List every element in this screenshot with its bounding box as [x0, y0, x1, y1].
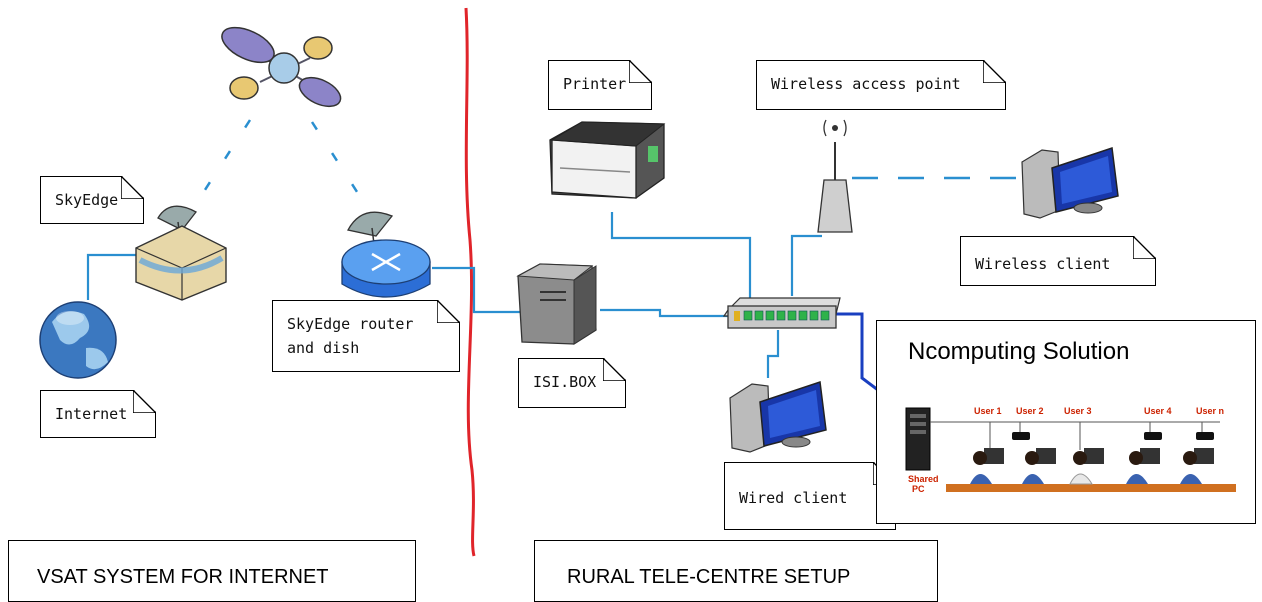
ncomputing-illustration: Shared PC User 1 User 2 User 3 User 4 Us…: [905, 406, 1236, 494]
network-links: [86, 212, 822, 378]
shared-pc-label-line1: Shared: [908, 474, 939, 484]
wireless-access-point-icon: [817, 119, 853, 233]
rural-section-title: RURAL TELE-CENTRE SETUP: [534, 540, 938, 602]
vsat-section-title: VSAT SYSTEM FOR INTERNET: [8, 540, 416, 602]
wireless-client-computer-icon: [1021, 146, 1119, 219]
user-label: User 3: [1064, 406, 1092, 416]
printer-label: Printer: [548, 60, 652, 110]
user-label: User 1: [974, 406, 1002, 416]
user-label: User 4: [1144, 406, 1172, 416]
wired-client-computer-icon: [729, 380, 827, 453]
network-switch-icon: [722, 297, 841, 329]
skyedge-hub-icon: [135, 205, 227, 301]
wired-client-label: Wired client: [724, 462, 896, 530]
shared-pc-label-line2: PC: [912, 484, 925, 494]
skyedge-router-icon: [341, 211, 431, 298]
isibox-server-icon: [516, 263, 597, 345]
user-workstations: [970, 448, 1214, 485]
internet-label: Internet: [40, 390, 156, 438]
isibox-label: ISI.BOX: [518, 358, 626, 408]
satellite-links: [190, 119, 372, 213]
internet-globe-icon: [39, 301, 117, 379]
satellite-icon: [221, 26, 342, 108]
router-label: SkyEdge router and dish: [272, 300, 460, 372]
skyedge-label: SkyEdge: [40, 176, 144, 224]
user-label: User n: [1196, 406, 1224, 416]
section-divider: [464, 7, 476, 557]
wireless-client-label: Wireless client: [960, 236, 1156, 286]
printer-icon: [549, 121, 666, 199]
ncomputing-link: [836, 312, 879, 392]
user-label: User 2: [1016, 406, 1044, 416]
wireless-access-point-label: Wireless access point: [756, 60, 1006, 110]
shared-pc-icon: [905, 407, 931, 471]
ncomputing-title: Ncomputing Solution: [908, 338, 1130, 365]
